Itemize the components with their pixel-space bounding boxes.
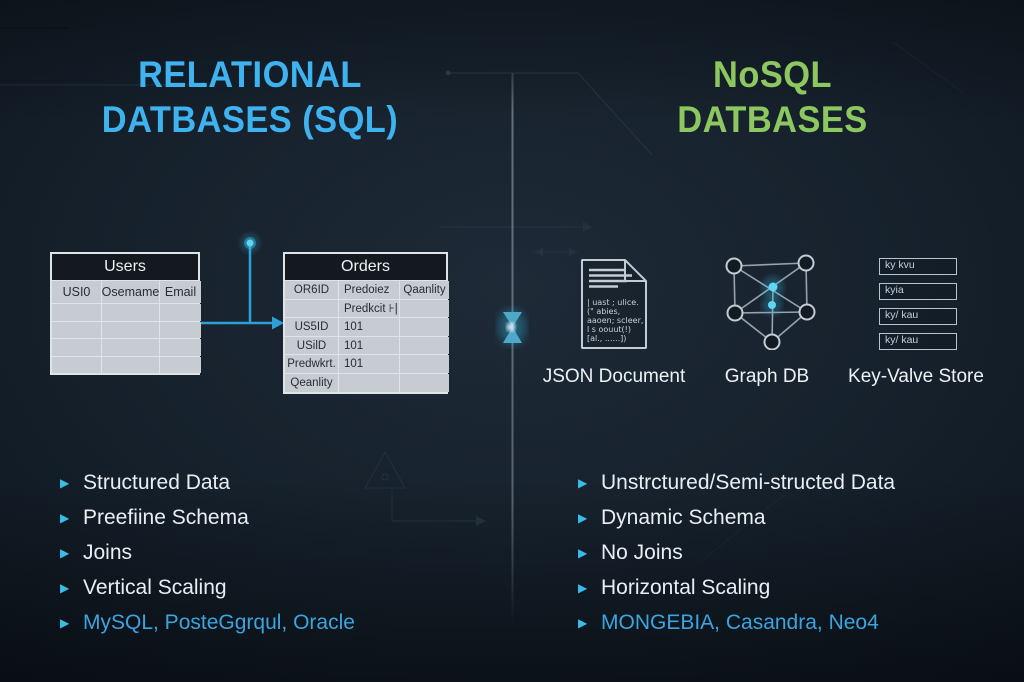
kv-pair-box: ky/ kau [879, 333, 957, 350]
list-item: ▶ Structured Data [60, 465, 355, 500]
list-item: ▶ MySQL, PosteGgrqul, Oracle [60, 605, 355, 640]
users-empty-cell [102, 321, 159, 338]
list-item: ▶ Unstrctured/Semi-structed Data [578, 465, 895, 500]
sql-title-line2: DATBASES (SQL) [101, 99, 399, 140]
users-empty-cell [102, 304, 159, 321]
sql-feature-list: ▶ Structured Data ▶ Preefiine Schema ▶ J… [60, 465, 355, 640]
list-item: ▶ No Joins [578, 535, 895, 570]
kv-pair-box: ky kvu [879, 258, 957, 275]
json-snippet-line: [al., ......]) [587, 334, 626, 343]
json-snippet-line: (" abies, [587, 307, 620, 316]
triangle-trace [364, 450, 406, 489]
orders-cell: Qeanlity [285, 373, 338, 392]
users-empty-cell [160, 304, 201, 321]
users-col-header: USI0 [52, 281, 101, 303]
orders-cell [339, 373, 399, 392]
orders-cell [400, 355, 449, 373]
orders-cell: Predwkrt. [285, 355, 338, 373]
graph-db-icon [722, 254, 818, 355]
orders-table: Orders OR6ID Predoiez Qaanlity Predkcit … [283, 252, 449, 394]
orders-cell: USilD [285, 336, 338, 355]
key-value-store-label: Key-Valve Store [848, 366, 984, 387]
hourglass-divider-icon [498, 309, 526, 345]
bullet-triangle-icon: ▶ [578, 545, 588, 560]
json-document-label: JSON Document [542, 366, 686, 387]
list-item: ▶ Joins [60, 535, 355, 570]
orders-cell: US5ID [285, 318, 338, 336]
users-empty-cell [52, 356, 101, 373]
users-empty-cell [160, 356, 201, 373]
orders-cell: 101 [339, 355, 399, 373]
feature-text: Dynamic Schema [601, 505, 766, 529]
users-empty-cell [52, 321, 101, 338]
users-empty-cell [160, 339, 201, 356]
feature-text: Joins [83, 540, 133, 564]
orders-table-title: Orders [283, 252, 448, 280]
list-item: ▶ Horizontal Scaling [578, 570, 895, 605]
sql-section-title: RELATIONAL DATBASES (SQL) [69, 52, 432, 142]
feature-text: Structured Data [83, 470, 231, 494]
kv-pair-box: ky/ kau [879, 308, 957, 325]
connector-glow-dot-icon [240, 233, 260, 253]
bullet-triangle-icon: ▶ [60, 475, 70, 490]
orders-cell: Qaanlity [400, 281, 449, 299]
bullet-triangle-icon: ▶ [578, 475, 588, 490]
users-col-header: Email [160, 281, 201, 303]
json-snippet-line: aaoen; scleer, [587, 316, 643, 325]
sql-examples-text: MySQL, PosteGgrqul, Oracle [83, 610, 355, 634]
list-item: ▶ MONGEBIA, Casandra, Neo4 [578, 605, 895, 640]
orders-table-grid: OR6ID Predoiez Qaanlity Predkcit ⊦| US5I… [283, 280, 449, 394]
nosql-feature-list: ▶ Unstrctured/Semi-structed Data ▶ Dynam… [578, 465, 895, 640]
table-relation-connector [200, 233, 284, 330]
orders-cell [285, 299, 338, 318]
feature-text: Horizontal Scaling [601, 575, 771, 599]
list-item: ▶ Vertical Scaling [60, 570, 355, 605]
orders-cell [400, 299, 449, 318]
users-table-title: Users [50, 252, 200, 280]
orders-cell: OR6ID [285, 281, 338, 299]
bullet-triangle-icon: ▶ [60, 545, 70, 560]
users-table: Users USI0 Osemame Email [50, 252, 201, 375]
key-value-store-icon: ky kvu kyia ky/ kau ky/ kau [879, 258, 957, 358]
nosql-title-line2: DATBASES [677, 99, 868, 140]
bullet-triangle-icon: ▶ [578, 580, 588, 595]
users-empty-cell [160, 321, 201, 338]
nosql-examples-text: MONGEBIA, Casandra, Neo4 [601, 610, 879, 634]
bullet-triangle-icon: ▶ [578, 615, 588, 630]
feature-text: Preefiine Schema [83, 505, 249, 529]
list-item: ▶ Dynamic Schema [578, 500, 895, 535]
orders-cell: 101 [339, 318, 399, 336]
orders-cell: Predoiez [339, 281, 399, 299]
feature-text: No Joins [601, 540, 683, 564]
bullet-triangle-icon: ▶ [578, 510, 588, 525]
nosql-title-line1: NoSQL [713, 54, 832, 95]
graph-db-label: Graph DB [724, 366, 810, 387]
users-empty-cell [52, 304, 101, 321]
feature-text: Unstrctured/Semi-structed Data [601, 470, 896, 494]
graph-nodes [725, 254, 816, 351]
nosql-section-title: NoSQL DATBASES [640, 52, 905, 142]
kv-pair-box: kyia [879, 283, 957, 300]
json-document-icon: | uast ; ulice. (" abies, aaoen; scleer,… [580, 258, 648, 355]
bullet-triangle-icon: ▶ [60, 580, 70, 595]
document-text-lines [589, 268, 632, 288]
json-snippet-line: | uast ; ulice. [587, 298, 639, 307]
feature-text: Vertical Scaling [83, 575, 227, 599]
orders-cell: 101 [339, 336, 399, 355]
users-empty-cell [52, 339, 101, 356]
users-table-grid: USI0 Osemame Email [50, 280, 201, 375]
users-col-header: Osemame [102, 281, 159, 303]
graph-glow-nodes [762, 276, 784, 315]
bullet-triangle-icon: ▶ [60, 510, 70, 525]
sql-title-line1: RELATIONAL [138, 54, 362, 95]
list-item: ▶ Preefiine Schema [60, 500, 355, 535]
bullet-triangle-icon: ▶ [60, 615, 70, 630]
orders-cell [400, 336, 449, 355]
orders-cell [400, 373, 449, 392]
orders-cell [400, 318, 449, 336]
users-empty-cell [102, 339, 159, 356]
orders-cell: Predkcit ⊦| [339, 299, 399, 318]
users-empty-cell [102, 356, 159, 373]
json-snippet-line: l s oouut(!) [587, 325, 631, 334]
